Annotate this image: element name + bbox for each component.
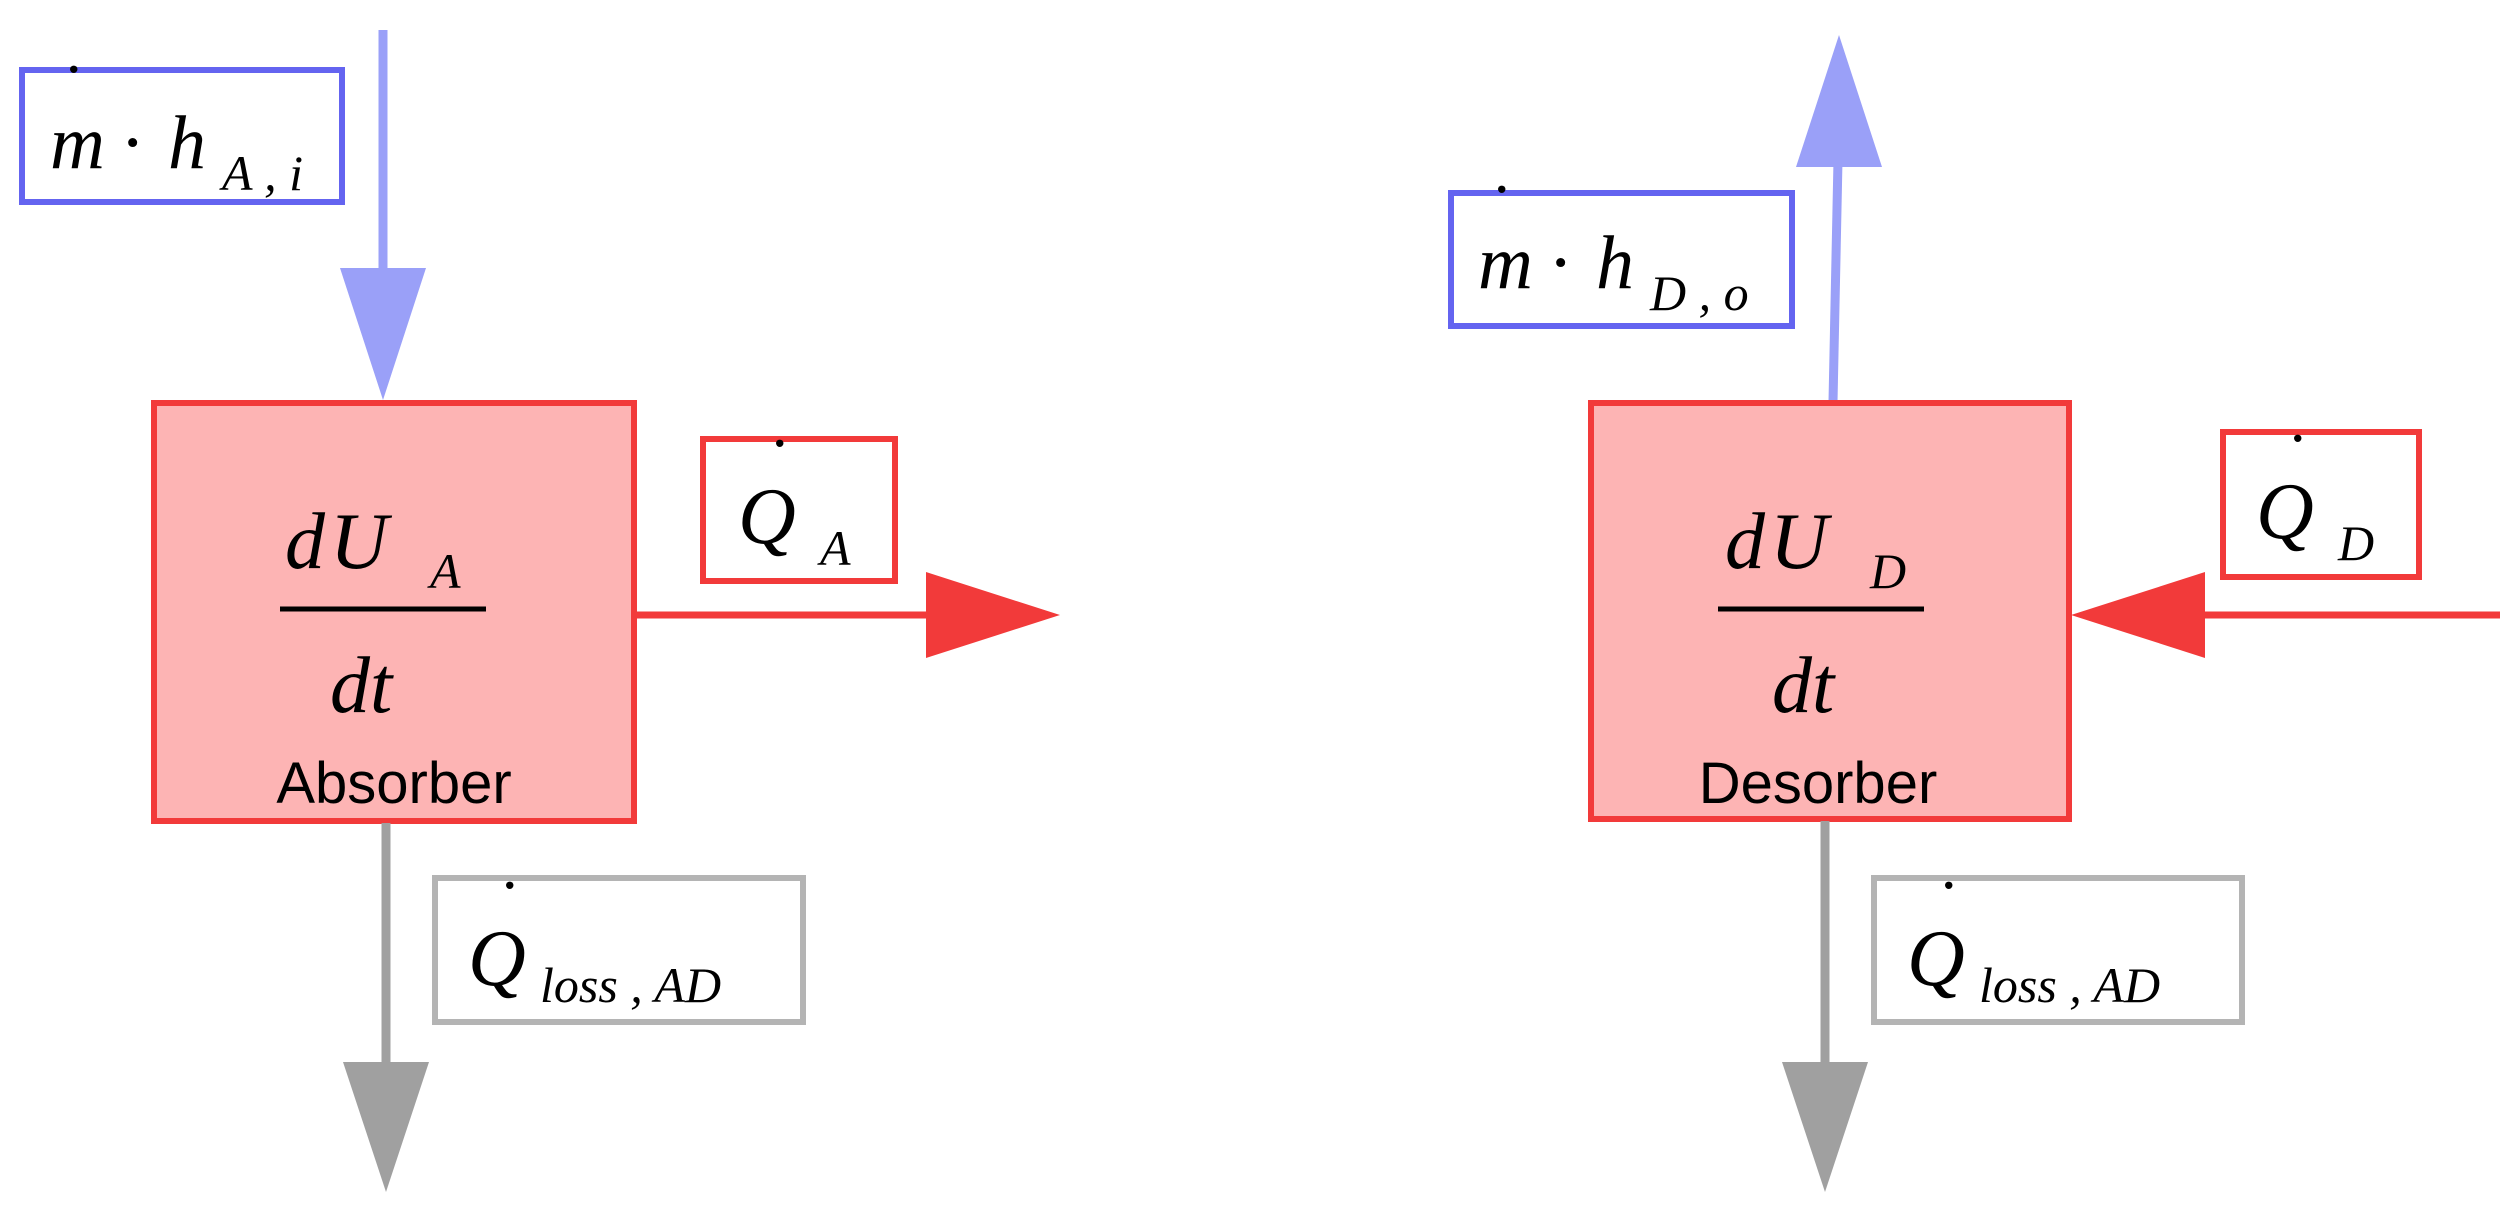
absorber-box [151, 400, 637, 824]
arrow-head [926, 572, 1060, 658]
overdot-mark: ˙ [768, 425, 791, 502]
label-border [19, 67, 345, 205]
label-border [1448, 190, 1795, 329]
absorber-heat-label: Q ˙ A [700, 425, 898, 584]
desorber-outflow-label: m ˙ · h D , o [1448, 171, 1795, 329]
desorber-name: Desorber [1699, 751, 1938, 816]
product-dot: · [120, 101, 145, 185]
Q-symbol: Q [2256, 468, 2314, 556]
overdot-mark: ˙ [1937, 867, 1960, 944]
arrow-head [1796, 35, 1882, 167]
absorber-name: Absorber [276, 751, 511, 816]
desorber-group: m ˙ · h D , o d U D dt Desorber Q ˙ D [1448, 35, 2500, 1192]
h-symbol: h [1596, 221, 1634, 305]
Q-symbol: Q [468, 915, 526, 1003]
label-border [432, 875, 806, 1025]
absorber-numerator-sub: A [427, 543, 461, 599]
Q-symbol: Q [1907, 915, 1965, 1003]
arrow-head [2071, 572, 2205, 658]
Q-subscript: A [817, 520, 851, 576]
mdot-symbol: m [1478, 221, 1533, 305]
h-subscript: D , o [1649, 265, 1749, 321]
desorber-loss-arrow [1782, 821, 1868, 1192]
absorber-group: m ˙ · h A , i d U A dt Absorber Q ˙ A [19, 30, 1060, 1192]
desorber-numerator-d: d [1725, 498, 1766, 586]
label-border [700, 436, 898, 584]
absorber-numerator-d: d [285, 498, 326, 586]
h-symbol: h [168, 101, 206, 185]
desorber-loss-label: Q ˙ loss , AD [1871, 867, 2245, 1025]
desorber-heat-arrow [2071, 572, 2500, 658]
absorber-loss-label: Q ˙ loss , AD [432, 867, 806, 1025]
Q-symbol: Q [738, 473, 796, 561]
absorber-mass-inflow-arrow [340, 30, 426, 400]
desorber-numerator-U: U [1770, 498, 1833, 586]
overdot-mark: ˙ [62, 51, 85, 128]
arrow-head [343, 1062, 429, 1192]
arrow-head [1782, 1062, 1868, 1192]
Q-subscript: loss , AD [540, 957, 721, 1013]
overdot-mark: ˙ [498, 867, 521, 944]
overdot-mark: ˙ [2286, 420, 2309, 497]
desorber-denominator: dt [1772, 642, 1836, 730]
arrow-shaft [1828, 159, 1843, 403]
desorber-mass-outflow-arrow [1796, 35, 1882, 403]
arrow-head [340, 268, 426, 400]
h-subscript: A , i [219, 145, 303, 201]
desorber-heat-label: Q ˙ D [2220, 420, 2422, 580]
absorber-inflow-label: m ˙ · h A , i [19, 51, 345, 205]
absorber-loss-arrow [343, 823, 429, 1192]
absorber-denominator: dt [330, 642, 394, 730]
product-dot: · [1548, 221, 1573, 305]
Q-subscript: loss , AD [1979, 957, 2160, 1013]
overdot-mark: ˙ [1490, 171, 1513, 248]
absorber-heat-arrow [636, 572, 1060, 658]
Q-subscript: D [2337, 515, 2374, 571]
label-border [2220, 429, 2422, 580]
mdot-symbol: m [50, 101, 105, 185]
desorber-numerator-sub: D [1869, 543, 1906, 599]
absorber-numerator-U: U [330, 498, 393, 586]
label-border [1871, 875, 2245, 1025]
